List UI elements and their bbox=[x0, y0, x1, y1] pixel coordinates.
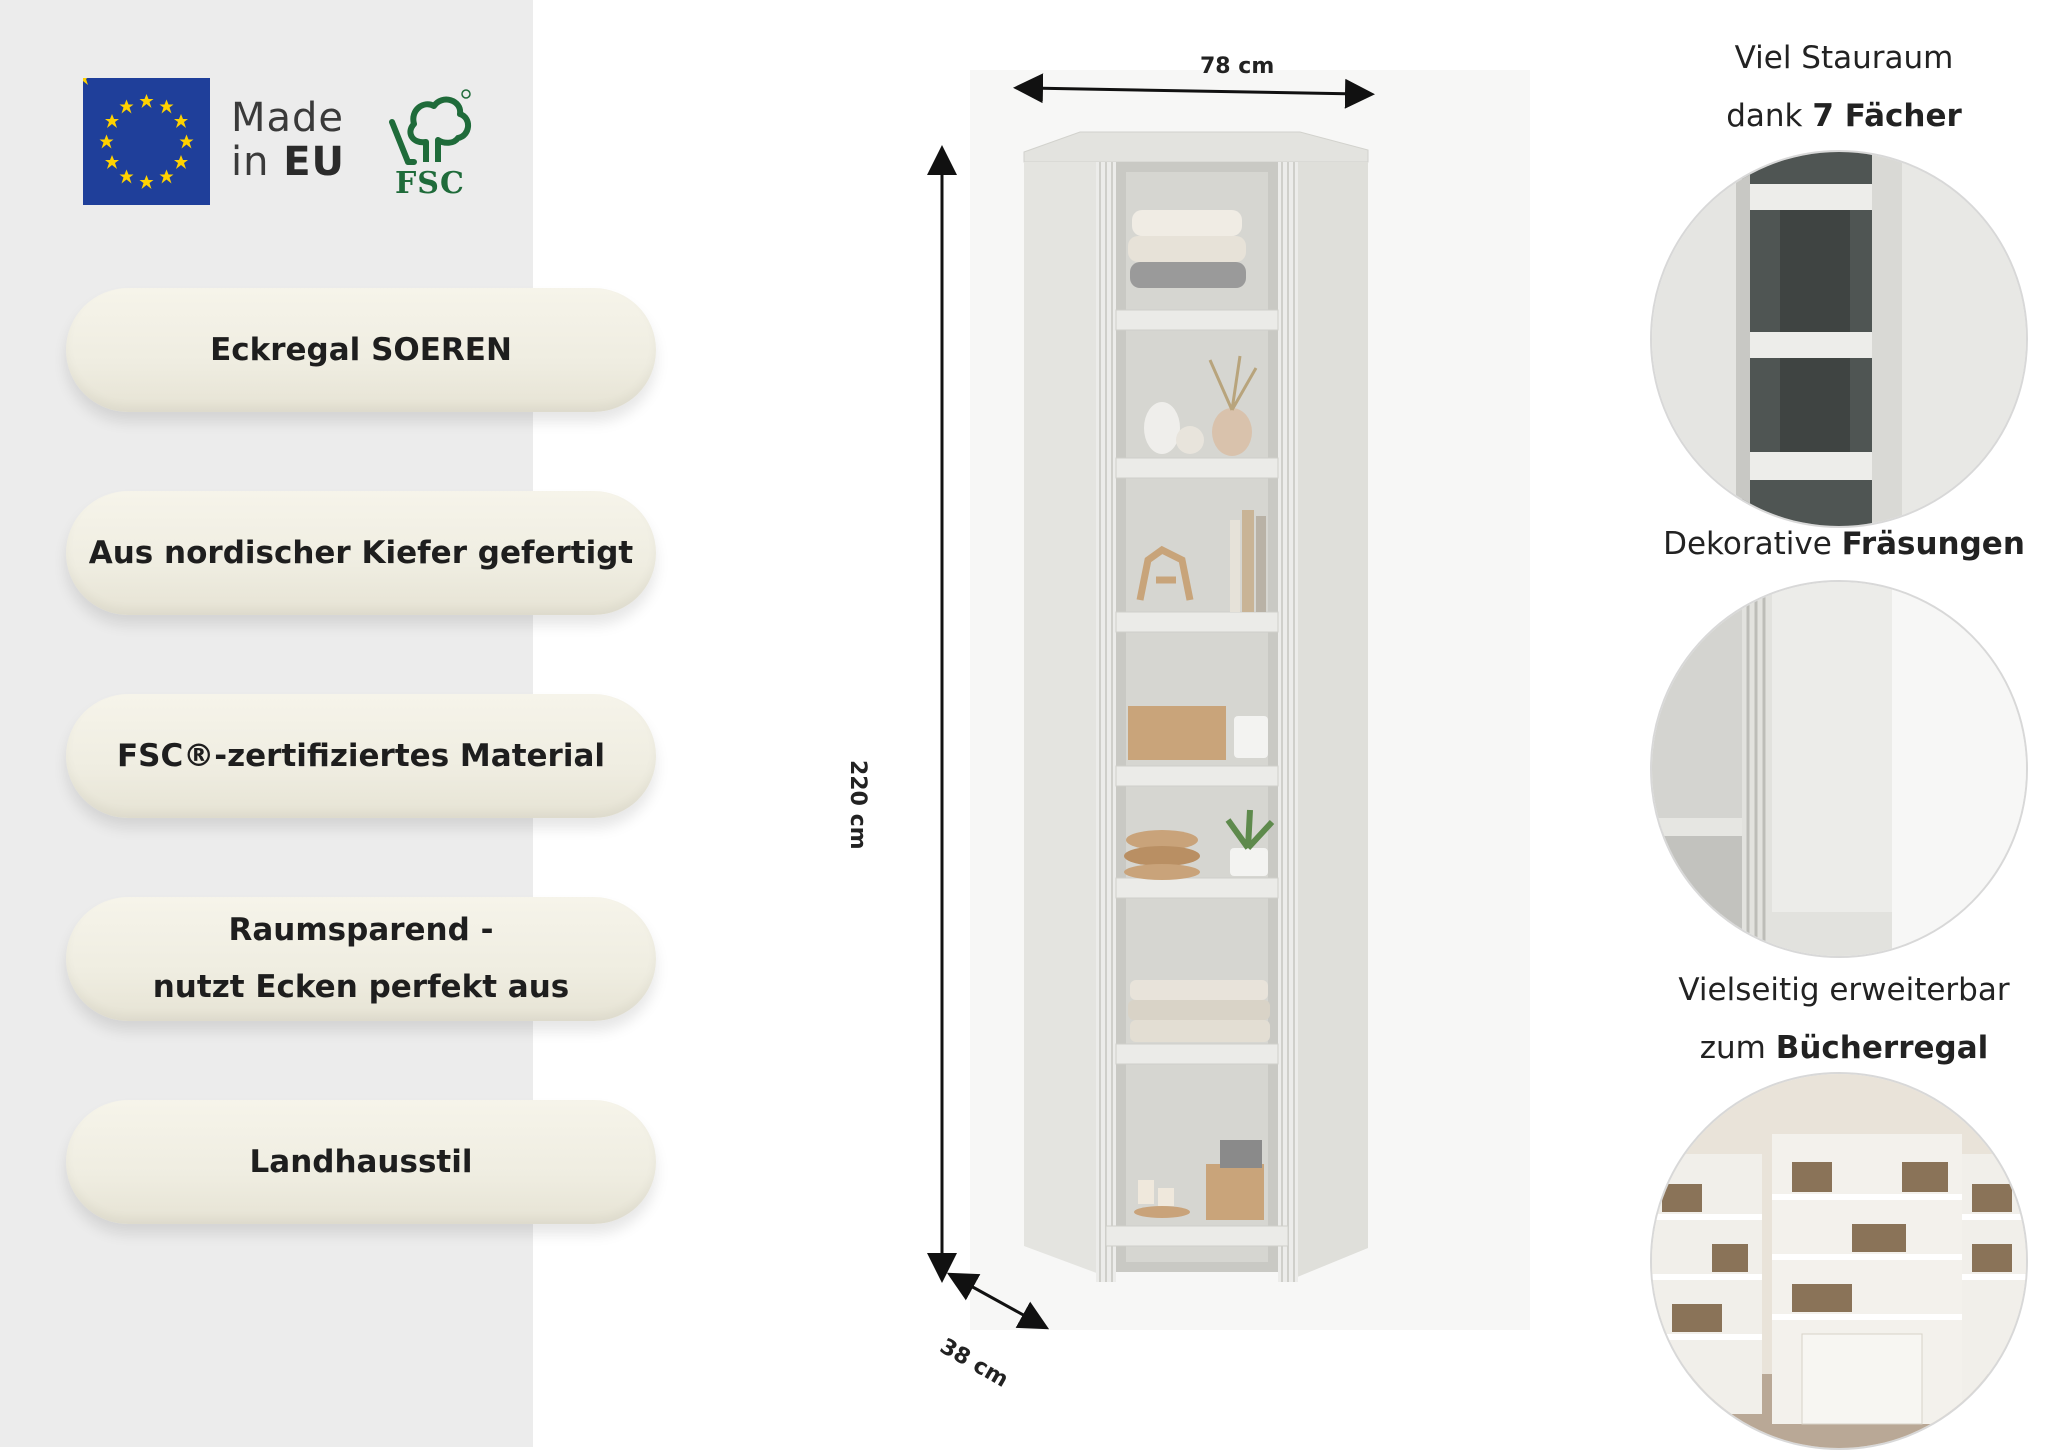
expand-caption-line2: zum Bücherregal bbox=[1699, 1030, 1989, 1066]
storage-caption-line2: dank 7 Fächer bbox=[1726, 98, 1962, 134]
width-label: 78 cm bbox=[1200, 54, 1275, 79]
feature-pill-material: Aus nordischer Kiefer gefertigt bbox=[66, 491, 656, 615]
shelf-decor bbox=[1124, 210, 1275, 1220]
width-arrow bbox=[1013, 73, 1375, 109]
milling-detail-image bbox=[1650, 580, 2028, 958]
corner-shelf-illustration bbox=[927, 70, 1530, 1330]
fsc-label: FSC bbox=[395, 166, 465, 201]
eu-flag-icon bbox=[83, 78, 210, 205]
feature-text: Raumsparend - bbox=[228, 912, 494, 948]
feature-pill-fsc: FSC®-zertifiziertes Material bbox=[66, 694, 656, 818]
storage-caption-line1: Viel Stauraum bbox=[1734, 40, 1954, 76]
feature-pill-product: Eckregal SOEREN bbox=[66, 288, 656, 412]
made-in-line1: Made bbox=[231, 95, 345, 141]
milling-caption: Dekorative Fräsungen bbox=[1663, 526, 2025, 562]
feature-text: Landhausstil bbox=[249, 1143, 473, 1180]
detail-column: Viel Stauraum dank 7 Fächer Dekorative F… bbox=[1640, 0, 2048, 1450]
feature-pill-space-saving: Raumsparend - nutzt Ecken perfekt aus bbox=[66, 897, 656, 1021]
made-in-line2: in EU bbox=[231, 139, 345, 185]
feature-text: Eckregal SOEREN bbox=[210, 331, 512, 368]
feature-pill-style: Landhausstil bbox=[66, 1100, 656, 1224]
height-label: 220 cm bbox=[845, 760, 870, 850]
fsc-tree-icon bbox=[389, 89, 471, 165]
feature-text: nutzt Ecken perfekt aus bbox=[152, 969, 570, 1005]
expand-caption-line1: Vielseitig erweiterbar bbox=[1678, 972, 2010, 1008]
feature-text: Aus nordischer Kiefer gefertigt bbox=[88, 534, 634, 571]
made-in-eu-text: Made in EU bbox=[231, 96, 361, 184]
feature-text: FSC®-zertifiziertes Material bbox=[116, 737, 606, 774]
depth-arrow bbox=[946, 1272, 1050, 1330]
storage-detail-image bbox=[1650, 150, 2028, 528]
bookshelf-room-image bbox=[1650, 1072, 2028, 1450]
